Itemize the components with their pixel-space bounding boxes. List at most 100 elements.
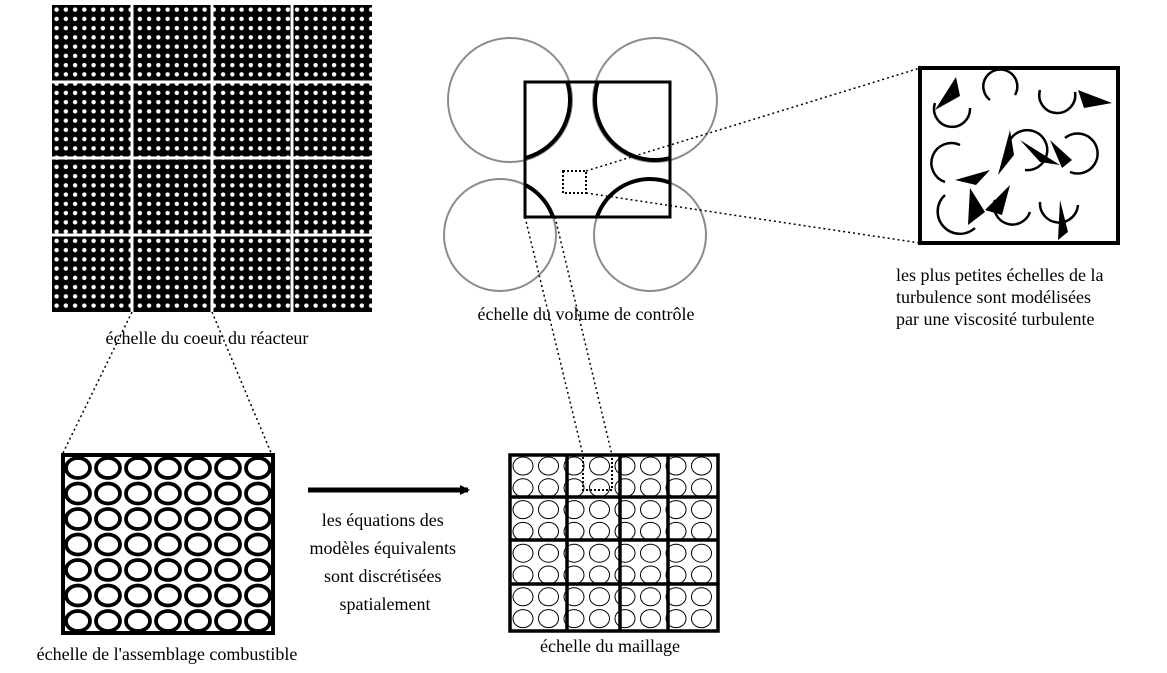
fuel-pin-ring bbox=[94, 532, 122, 557]
mesh-pin-ring bbox=[512, 456, 534, 476]
mesh-pin-ring bbox=[614, 609, 636, 629]
fuel-assembly bbox=[61, 453, 275, 635]
fuel-pin-ring bbox=[94, 583, 122, 608]
mesh-scale-label: échelle du maillage bbox=[540, 636, 680, 656]
fuel-pin-ring bbox=[214, 507, 242, 531]
mesh-pin-ring bbox=[665, 456, 687, 476]
mesh-pin-ring bbox=[563, 587, 585, 607]
mesh-pin-ring bbox=[538, 609, 559, 629]
assembly-scale-label: échelle de l'assemblage combustible bbox=[37, 644, 298, 664]
fuel-pin-ring bbox=[124, 481, 152, 506]
fuel-pin-ring bbox=[64, 583, 92, 608]
fuel-pin-ring bbox=[94, 481, 122, 506]
fuel-pin-ring bbox=[154, 481, 182, 506]
turbulence-line-3: par une viscosité turbulente bbox=[896, 309, 1094, 329]
mesh-pin-ring bbox=[563, 543, 585, 563]
computational-mesh bbox=[508, 453, 720, 633]
reactor-core-grid bbox=[52, 5, 372, 312]
turbulence-line-2: turbulence sont modélisées bbox=[896, 287, 1091, 307]
fuel-pin-ring bbox=[184, 456, 212, 480]
control-volume-scale-label: échelle du volume de contrôle bbox=[478, 304, 695, 324]
fuel-pin-ring bbox=[214, 558, 242, 582]
turbulence-line-1: les plus petites échelles de la bbox=[896, 265, 1103, 285]
discretization-label: les équations des modèles équivalents so… bbox=[310, 510, 461, 614]
mesh-pin-ring bbox=[512, 609, 534, 629]
mesh-pin-ring bbox=[614, 543, 636, 563]
fuel-pin-ring bbox=[244, 532, 272, 557]
mesh-pin-ring bbox=[512, 543, 534, 563]
fuel-pin-ring bbox=[94, 609, 122, 633]
mesh-pin-ring bbox=[589, 500, 610, 520]
mesh-pin-ring bbox=[589, 609, 610, 629]
fuel-pin-ring bbox=[64, 532, 92, 557]
mesh-pin-ring bbox=[512, 500, 534, 520]
fuel-pin-ring bbox=[124, 507, 152, 531]
mesh-pin-ring bbox=[589, 543, 610, 563]
discretization-line-1: les équations des bbox=[322, 510, 444, 530]
turbulence-label: les plus petites échelles de la turbulen… bbox=[896, 265, 1108, 329]
mesh-pin-ring bbox=[640, 609, 661, 629]
mesh-pin-ring bbox=[589, 587, 610, 607]
fuel-pin-ring bbox=[244, 558, 272, 582]
fuel-pin-ring bbox=[124, 609, 152, 633]
fuel-pin-ring bbox=[214, 532, 242, 557]
fuel-pin-ring bbox=[154, 532, 182, 557]
mesh-pin-ring bbox=[691, 456, 712, 476]
fuel-pin-ring bbox=[184, 609, 212, 633]
mesh-pin-ring bbox=[614, 456, 636, 476]
mesh-pin-ring bbox=[691, 543, 712, 563]
fuel-pin-ring bbox=[214, 583, 242, 608]
control-volume-gray-pins bbox=[443, 37, 718, 292]
fuel-pin-ring bbox=[154, 507, 182, 531]
fuel-pin-ring bbox=[184, 583, 212, 608]
mesh-pin-ring bbox=[538, 500, 559, 520]
mesh-pin-ring bbox=[665, 609, 687, 629]
mesh-pin-ring bbox=[538, 543, 559, 563]
mesh-pin-ring bbox=[589, 456, 610, 476]
discretization-line-4: spatialement bbox=[340, 594, 431, 614]
fuel-pin-ring bbox=[64, 609, 92, 633]
sub-volume-marker bbox=[562, 170, 587, 194]
fuel-pin-ring bbox=[64, 558, 92, 582]
control-volume bbox=[443, 37, 718, 292]
zoom-lines-core-to-assembly bbox=[61, 311, 273, 456]
mesh-pin-ring bbox=[640, 587, 661, 607]
fuel-pin-ring bbox=[244, 507, 272, 531]
fuel-pin-ring bbox=[244, 481, 272, 506]
mesh-pin-ring bbox=[691, 609, 712, 629]
turbulence-eddies bbox=[918, 66, 1120, 245]
fuel-pin-ring bbox=[184, 507, 212, 531]
fuel-pin-ring bbox=[184, 481, 212, 506]
fuel-pin-ring bbox=[244, 609, 272, 633]
fuel-pin-ring bbox=[124, 583, 152, 608]
fuel-pin-ring bbox=[154, 609, 182, 633]
fuel-pin-ring bbox=[154, 558, 182, 582]
mesh-pin-ring bbox=[563, 609, 585, 629]
mesh-pin-ring bbox=[691, 500, 712, 520]
mesh-pin-ring bbox=[640, 500, 661, 520]
discretization-line-2: modèles équivalents bbox=[310, 538, 456, 558]
fuel-pin-ring bbox=[124, 456, 152, 480]
fuel-pin-ring bbox=[64, 456, 92, 480]
fuel-pin-ring bbox=[244, 456, 272, 480]
discretization-line-3: sont discrétisées bbox=[324, 566, 441, 586]
fuel-pin-ring bbox=[94, 558, 122, 582]
fuel-pin-ring bbox=[244, 583, 272, 608]
fuel-pin-ring bbox=[64, 481, 92, 506]
fuel-pin-ring bbox=[94, 507, 122, 531]
mesh-pin-ring bbox=[691, 587, 712, 607]
mesh-pin-ring bbox=[665, 543, 687, 563]
fuel-pin-ring bbox=[124, 558, 152, 582]
mesh-pin-ring bbox=[665, 500, 687, 520]
mesh-pin-ring bbox=[538, 456, 559, 476]
fuel-pin-ring bbox=[154, 456, 182, 480]
fuel-pin-ring bbox=[214, 481, 242, 506]
fuel-pin-ring bbox=[214, 456, 242, 480]
fuel-pin-ring bbox=[124, 532, 152, 557]
fuel-pin-ring bbox=[94, 456, 122, 480]
zoom-lines-cv-to-mesh bbox=[524, 216, 613, 456]
mesh-pin-ring bbox=[512, 587, 534, 607]
fuel-pin-ring bbox=[214, 609, 242, 633]
zoom-lines-to-turbulence bbox=[585, 67, 921, 244]
